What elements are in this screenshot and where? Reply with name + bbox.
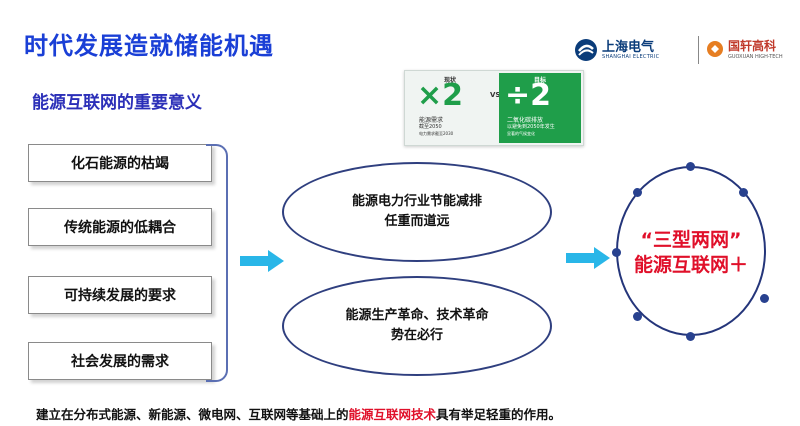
ellipse-revolution: 能源生产革命、技术革命 势在必行 <box>282 276 552 376</box>
energy-infographic: 现状 ×2 能源需求 截至2050 电力需求截至2030 VS 目标 ÷2 二氧… <box>404 70 584 146</box>
result-label-line2: 能源互联网＋ <box>633 254 748 276</box>
guoxuan-name: 国轩高科 <box>728 39 777 53</box>
ellipse-revolution-line1: 能源生产革命、技术革命 <box>345 308 489 323</box>
circle-node-dot <box>633 312 642 321</box>
infographic-target: 目标 ÷2 二氧化碳排放 以避免到2050年发生 显著的气候变化 <box>499 73 581 143</box>
shanghai-electric-name: 上海电气 <box>602 40 655 55</box>
circle-node-dot <box>612 248 621 257</box>
infographic-current-line2: 截至2050 <box>419 124 442 130</box>
shanghai-electric-logo: 上海电气 SHANGHAI ELECTRIC <box>572 34 692 68</box>
circle-node-dot <box>633 188 642 197</box>
infographic-target-line3: 显著的气候变化 <box>507 131 535 136</box>
footer-text-after: 具有举足轻重的作用。 <box>436 407 562 422</box>
result-label: “三型两网” 能源互联网＋ <box>606 228 776 278</box>
cause-box-social: 社会发展的需求 <box>28 342 212 380</box>
infographic-current-line3: 电力需求截至2030 <box>419 131 454 136</box>
arrow-right-icon-2 <box>566 247 610 269</box>
cause-box-sustainable: 可持续发展的要求 <box>28 276 212 314</box>
page-subtitle: 能源互联网的重要意义 <box>32 93 202 113</box>
shanghai-electric-name-en: SHANGHAI ELECTRIC <box>602 54 660 60</box>
ellipse-energy-saving: 能源电力行业节能减排 任重而道远 <box>282 162 552 262</box>
infographic-current: 现状 ×2 能源需求 截至2050 电力需求截至2030 <box>411 73 489 143</box>
result-label-line1: “三型两网” <box>640 229 742 251</box>
infographic-target-line2: 以避免到2050年发生 <box>507 124 555 130</box>
circle-node-dot <box>739 188 748 197</box>
circle-node-dot <box>686 332 695 341</box>
logo-area: 上海电气 SHANGHAI ELECTRIC 国轩高科 GUOXUAN HIGH… <box>572 34 786 68</box>
infographic-current-value: ×2 <box>417 78 464 113</box>
circle-node-dot <box>760 294 769 303</box>
causes-bracket <box>206 144 228 382</box>
ellipse-energy-saving-line2: 任重而道远 <box>384 214 450 229</box>
infographic-target-line1: 二氧化碳排放 <box>507 117 544 124</box>
cause-box-coupling: 传统能源的低耦合 <box>28 208 212 246</box>
circle-node-dot <box>686 162 695 171</box>
infographic-current-header: 现状 <box>443 77 456 84</box>
page-title: 时代发展造就储能机遇 <box>24 32 274 60</box>
ellipse-revolution-line2: 势在必行 <box>390 328 443 343</box>
footer-highlight: 能源互联网技术 <box>348 407 437 422</box>
infographic-target-value: ÷2 <box>505 78 552 113</box>
infographic-current-line1: 能源需求 <box>419 117 444 124</box>
guoxuan-name-en: GUOXUAN HIGH-TECH <box>728 54 783 60</box>
logo-divider <box>698 36 699 64</box>
infographic-vs: VS <box>490 91 501 99</box>
infographic-target-header: 目标 <box>533 77 546 84</box>
guoxuan-logo: 国轩高科 GUOXUAN HIGH-TECH <box>706 34 786 68</box>
footer-statement: 建立在分布式能源、新能源、微电网、互联网等基础上的能源互联网技术具有举足轻重的作… <box>36 404 561 423</box>
ellipse-energy-saving-line1: 能源电力行业节能减排 <box>351 194 482 209</box>
arrow-right-icon <box>240 250 284 272</box>
guoxuan-logo-icon <box>707 41 723 57</box>
footer-text-before: 建立在分布式能源、新能源、微电网、互联网等基础上的 <box>36 407 349 422</box>
cause-box-fossil: 化石能源的枯竭 <box>28 144 212 182</box>
shanghai-electric-logo-icon <box>575 39 597 61</box>
